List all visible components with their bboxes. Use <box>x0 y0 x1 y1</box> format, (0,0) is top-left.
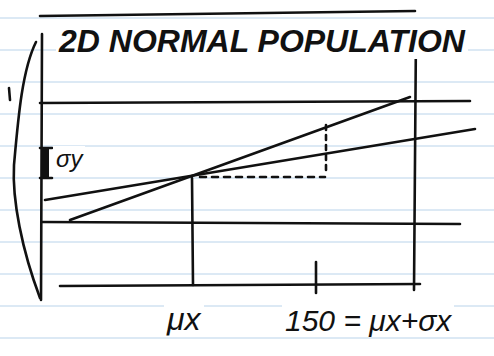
ruling-line <box>0 338 494 339</box>
density-curve <box>14 42 40 298</box>
ruling-line <box>0 242 494 243</box>
ruling-line <box>0 210 494 211</box>
ink-strokes <box>9 11 475 300</box>
mean-x-label: μx <box>164 302 204 337</box>
mean-x-line <box>192 178 193 285</box>
bottom-axis <box>60 284 420 286</box>
ruling-line <box>0 114 494 115</box>
major-axis-line <box>70 97 410 220</box>
ruling-line <box>0 274 494 275</box>
curve-mark <box>9 88 10 100</box>
dashed-horizontal <box>200 176 325 179</box>
ruling-line <box>0 178 494 179</box>
lower-horizontal <box>42 222 460 224</box>
ruling-line <box>0 82 494 83</box>
dashed-vertical <box>325 125 328 175</box>
ruling-line <box>0 18 494 19</box>
regression-line <box>45 129 475 200</box>
value-label: 150 = μx+σx <box>282 304 454 337</box>
right-border <box>414 30 416 290</box>
tick-mark <box>315 262 318 293</box>
top-border <box>40 11 415 16</box>
title: 2D NORMAL POPULATION <box>56 24 468 59</box>
sigma-bar <box>41 148 49 178</box>
notebook-ruling <box>0 18 494 338</box>
sigma-bracket <box>40 148 52 178</box>
upper-horizontal <box>40 101 470 103</box>
sigma-y-label: σy <box>53 146 85 172</box>
